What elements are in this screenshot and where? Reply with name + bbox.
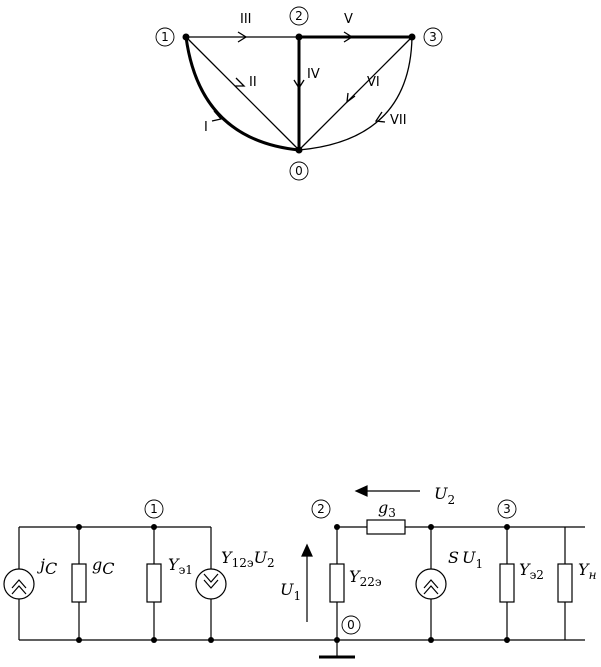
resistor-gc: [71, 563, 87, 603]
label-ye2: Yэ2: [519, 560, 544, 582]
graph-branch-labels: I II III IV V VI VII: [204, 12, 407, 135]
graph-node-2: 2: [295, 9, 303, 23]
label-III: III: [240, 12, 252, 27]
source-jc: [3, 568, 35, 600]
graph-node-dot-0: [295, 146, 303, 154]
graph-node-dots: [182, 33, 416, 154]
label-VII: VII: [390, 113, 407, 128]
label-jc: jC: [37, 555, 57, 578]
circuit-node-2: 2: [317, 502, 325, 516]
source-y12e: [195, 568, 227, 600]
graph-node-dot-1: [182, 33, 190, 41]
circuit-node-dots: [76, 524, 510, 643]
branch-I: [184, 36, 300, 152]
source-su1: [415, 568, 447, 600]
branch-VII: [298, 36, 413, 151]
voltage-arrows: [301, 485, 420, 622]
arrow-VII: [374, 111, 386, 123]
circuit-node-labels: 1 2 3 0: [144, 499, 517, 635]
arrow-V: [343, 31, 354, 43]
graph-node-labels: 1 2 3 0: [155, 6, 443, 181]
circuit-node-0: 0: [347, 618, 355, 632]
resistor-g3: [366, 519, 406, 535]
label-g3: g3: [378, 498, 396, 520]
graph-node-dot-2: [295, 33, 303, 41]
resistor-ye1: [146, 563, 162, 603]
label-y12e: Y12эU2: [221, 548, 275, 570]
label-gc: gC: [92, 555, 115, 578]
circuit-sources: [3, 568, 447, 600]
label-ye1: Yэ1: [168, 555, 193, 577]
label-u1: U1: [280, 580, 301, 603]
arrow-II: [235, 77, 246, 87]
label-VI: VI: [367, 75, 380, 90]
arrow-III: [237, 31, 248, 43]
label-u2: U2: [434, 484, 455, 507]
arrow-VI: [346, 92, 356, 104]
graph-node-0: 0: [295, 164, 303, 178]
label-yn: Yн: [578, 560, 597, 582]
label-V: V: [344, 12, 353, 27]
label-I: I: [204, 120, 208, 135]
circuit-node-1: 1: [150, 502, 158, 516]
resistor-y22e: [329, 563, 345, 603]
arrow-IV: [293, 79, 305, 90]
resistor-ye2: [499, 563, 515, 603]
graph-node-3: 3: [429, 30, 437, 44]
arrow-I: [211, 110, 223, 122]
circuit-resistors: [71, 519, 573, 603]
circuit-node-3: 3: [503, 502, 511, 516]
label-II: II: [249, 75, 257, 90]
label-y22e: Y22э: [349, 567, 382, 589]
branch-VI: [298, 36, 413, 151]
graph-node-1: 1: [161, 30, 169, 44]
resistor-yn: [557, 563, 573, 603]
label-IV: IV: [307, 67, 320, 82]
graph-node-dot-3: [408, 33, 416, 41]
graph: [184, 31, 413, 152]
branch-II: [185, 36, 300, 151]
